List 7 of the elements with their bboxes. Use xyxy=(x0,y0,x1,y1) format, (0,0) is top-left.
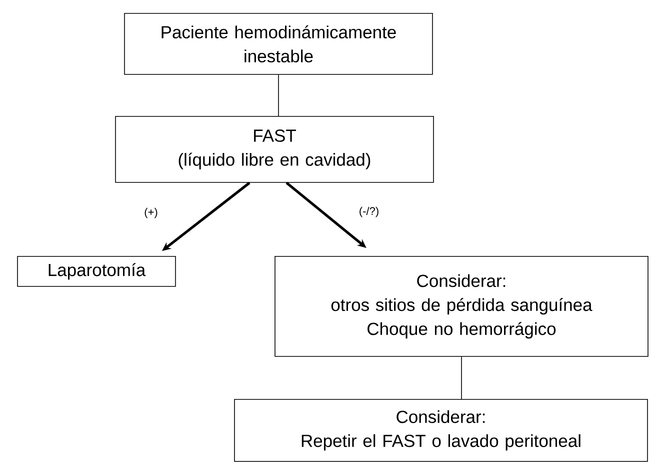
process-box: Laparotomía xyxy=(17,256,176,287)
process-box: Considerar: Repetir el FAST o lavado peritoneal xyxy=(234,399,648,462)
process-box: Paciente hemodinámicamente inestable xyxy=(124,13,433,75)
process-box: FAST (líquido libre en cavidad) xyxy=(115,116,434,183)
edge-label: (-/?) xyxy=(358,206,380,218)
edge-label: (+) xyxy=(143,206,159,220)
process-box: Considerar: otros sitios de pérdida sanguínea Choque no hemorrágico xyxy=(274,256,648,357)
